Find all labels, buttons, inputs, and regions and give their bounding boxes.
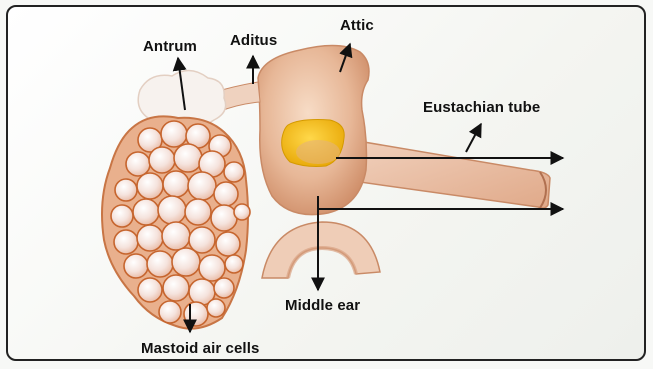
mastoid-air-cell (124, 254, 148, 278)
mastoid-air-cell (126, 152, 150, 176)
mastoid-air-cell (137, 173, 163, 199)
mastoid-air-cell (149, 147, 175, 173)
mastoid-air-cell (162, 222, 190, 250)
mastoid-air-cell (185, 199, 211, 225)
mastoid-air-cell (214, 278, 234, 298)
mastoid-air-cell (115, 179, 137, 201)
mastoid-air-cell (199, 255, 225, 281)
eustachian-tube-shape (352, 140, 550, 208)
mastoid-air-cell (163, 171, 189, 197)
mastoid-air-cell (174, 144, 202, 172)
mastoid-air-cell (216, 232, 240, 256)
middle-ear-label: Middle ear (285, 297, 360, 314)
mastoid-air-cell (188, 172, 216, 200)
mastoid-air-cell (163, 275, 189, 301)
mastoid-air-cell (224, 162, 244, 182)
mastoid-air-cell (161, 121, 187, 147)
mastoid-air-cell (147, 251, 173, 277)
mastoid-air-cell (214, 182, 238, 206)
eustachian-tube-label: Eustachian tube (423, 99, 540, 116)
tympanic-shadow (296, 140, 340, 164)
mastoid-air-cell (234, 204, 250, 220)
mastoid-air-cell (159, 301, 181, 323)
attic-label: Attic (340, 17, 374, 34)
mastoid-air-cell (211, 205, 237, 231)
mastoid-air-cell (184, 302, 208, 326)
mastoid-air-cells-label: Mastoid air cells (141, 340, 259, 357)
mastoid-air-cell (137, 225, 163, 251)
mastoid-air-cell (111, 205, 133, 227)
mastoid-air-cell (172, 248, 200, 276)
mastoid-air-cell (225, 255, 243, 273)
aditus-label: Aditus (230, 32, 277, 49)
arrow-eustachian (466, 124, 481, 152)
mastoid-air-cell (207, 299, 225, 317)
mastoid-air-cell (138, 278, 162, 302)
antrum-label: Antrum (143, 38, 197, 55)
mastoid-air-cell (158, 196, 186, 224)
mastoid-air-cell (133, 199, 159, 225)
mastoid-air-cell (114, 230, 138, 254)
